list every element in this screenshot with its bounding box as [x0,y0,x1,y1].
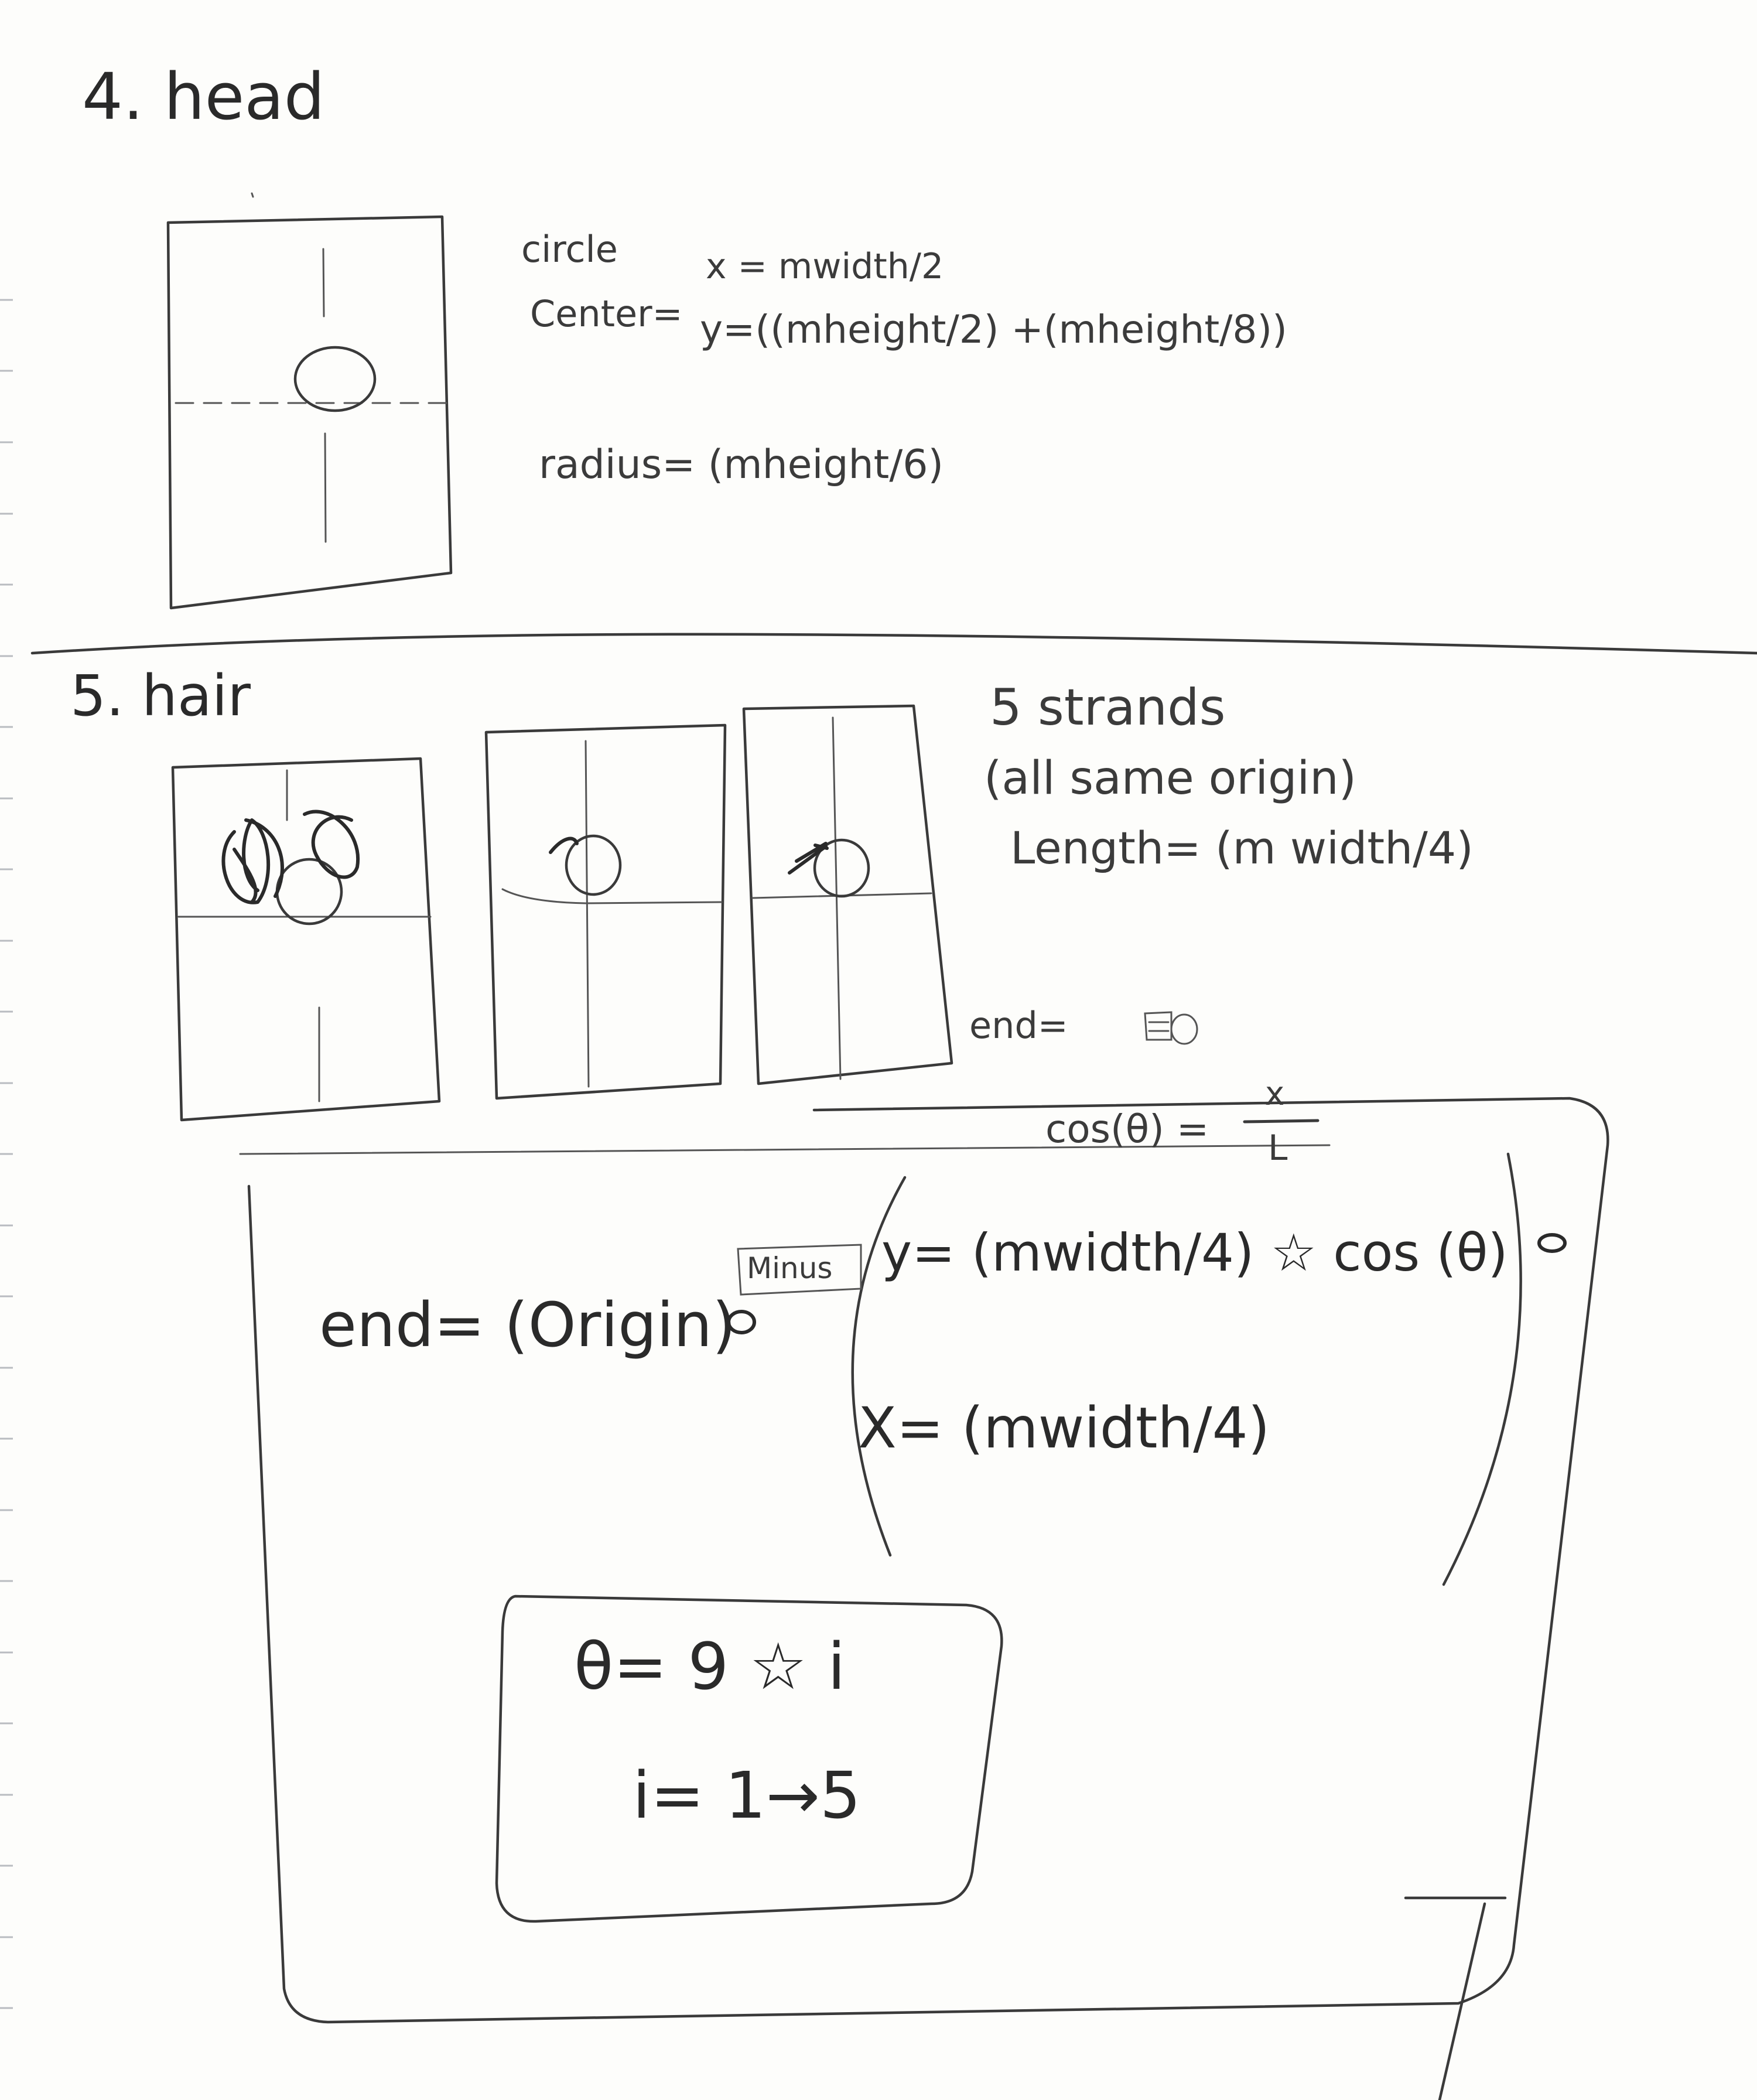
section-4-title: 4. head [82,59,325,134]
center-label: Center= [530,292,683,335]
strand-length-formula: Length= (m width/4) [1010,822,1474,874]
strands-count: 5 strands [990,678,1226,737]
center-y-formula: y=((mheight/2) +(mheight/8)) [700,307,1287,352]
cos-denominator: L [1268,1128,1288,1169]
bullet-mark-1 [727,1310,756,1334]
minus-label: Minus [747,1251,833,1285]
end-expression: end= (Origin) [319,1289,736,1361]
close-paren [1442,1152,1522,1586]
i-range: i= 1→5 [633,1758,861,1833]
minus-box [737,1244,862,1296]
head-frame-sketch [166,215,453,610]
open-paren [851,1176,907,1557]
hair-frame-2 [484,723,727,1100]
margin-ticks [0,299,13,2009]
hair-frame-1 [171,757,441,1122]
circle-label: circle [521,228,618,271]
head-circle-shape [293,346,377,412]
pencil-dot [251,192,254,198]
strands-origin-note: (all same origin) [984,752,1357,805]
cos-numerator: x [1265,1075,1285,1113]
hair-frame-3 [742,704,953,1085]
right-vertical-line [1438,1902,1486,2100]
derivation-box [247,1097,1609,2024]
x-formula: X= (mwidth/4) [858,1395,1270,1461]
y-formula: y= (mwidth/4) ☆ cos (θ) [881,1223,1508,1283]
end-label: end= [969,1004,1068,1047]
radius-formula: radius= (mheight/6) [539,442,944,488]
fraction-bar [1243,1119,1320,1124]
end-mini-sketch [1144,1011,1198,1045]
theta-formula: θ= 9 ☆ i [574,1629,846,1704]
section-5-title: 5. hair [70,663,251,729]
frames-underline [239,1144,1331,1155]
bullet-mark-2 [1537,1233,1567,1253]
section-divider [30,633,1757,655]
cos-lhs: cos(θ) = [1045,1107,1209,1152]
center-x-formula: x = mwidth/2 [706,246,944,287]
theta-box [495,1594,1003,1923]
